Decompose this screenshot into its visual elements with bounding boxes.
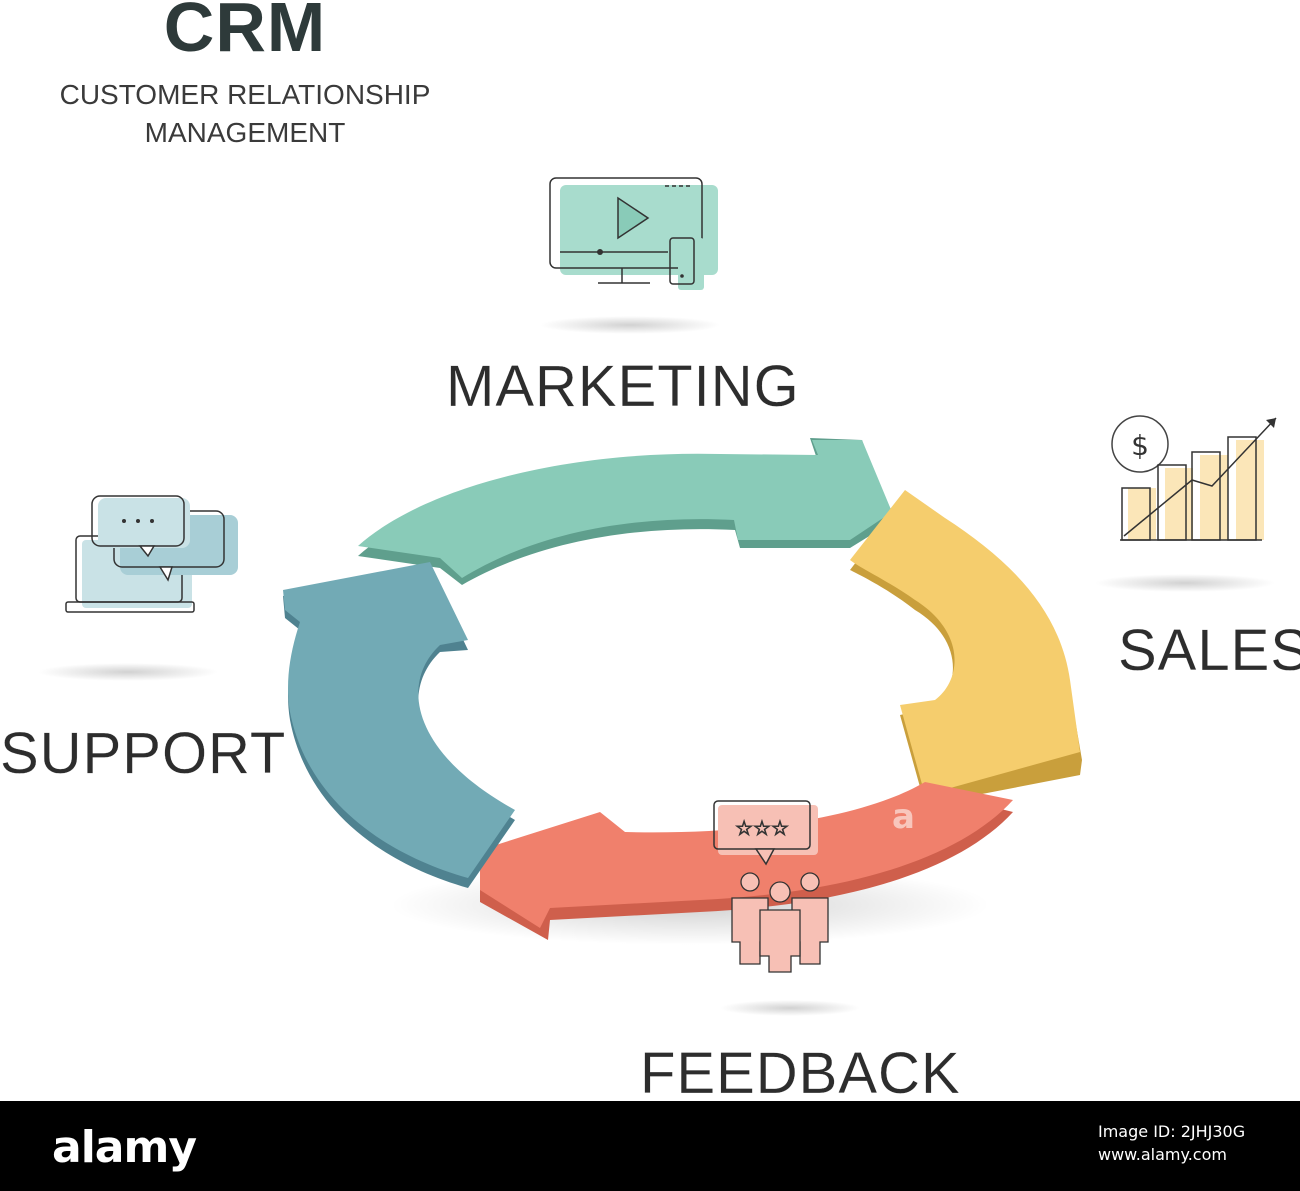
- video-monitor-icon: [549, 177, 718, 290]
- watermark: a: [598, 529, 621, 569]
- support-icon-shadow: [38, 663, 218, 681]
- sales-arrow: [850, 490, 1082, 805]
- customer-rating-icon: ☆☆☆: [713, 800, 829, 973]
- sales-icon-shadow: [1095, 574, 1275, 592]
- page-subtitle: CUSTOMER RELATIONSHIP MANAGEMENT: [0, 76, 490, 152]
- subtitle-line-2: MANAGEMENT: [144, 117, 346, 148]
- footer-brand-logo[interactable]: alamy: [52, 1122, 197, 1173]
- chat-laptop-icon: [65, 495, 238, 613]
- crm-cycle-diagram: $ ☆☆☆: [38, 177, 1277, 1016]
- growth-chart-icon: $: [1111, 415, 1277, 541]
- footer-image-id: Image ID: 2JHJ30G: [1098, 1122, 1246, 1141]
- support-arrow: [283, 562, 515, 888]
- svg-text:☆☆☆: ☆☆☆: [735, 816, 789, 840]
- stage-label-support: SUPPORT: [0, 721, 287, 786]
- marketing-icon-shadow: [540, 316, 720, 334]
- stage-label-marketing: MARKETING: [446, 354, 800, 419]
- footer-url-link[interactable]: www.alamy.com: [1098, 1145, 1227, 1164]
- page-title: CRM: [163, 0, 327, 66]
- feedback-icon-shadow: [720, 1000, 860, 1016]
- stage-label-feedback: FEEDBACK: [640, 1041, 961, 1106]
- svg-text:$: $: [1131, 429, 1149, 462]
- footer-bar: [0, 1101, 1300, 1191]
- stage-label-sales: SALES: [1118, 618, 1300, 683]
- subtitle-line-1: CUSTOMER RELATIONSHIP: [59, 79, 431, 110]
- marketing-arrow: [358, 438, 892, 585]
- watermark: a: [892, 797, 915, 837]
